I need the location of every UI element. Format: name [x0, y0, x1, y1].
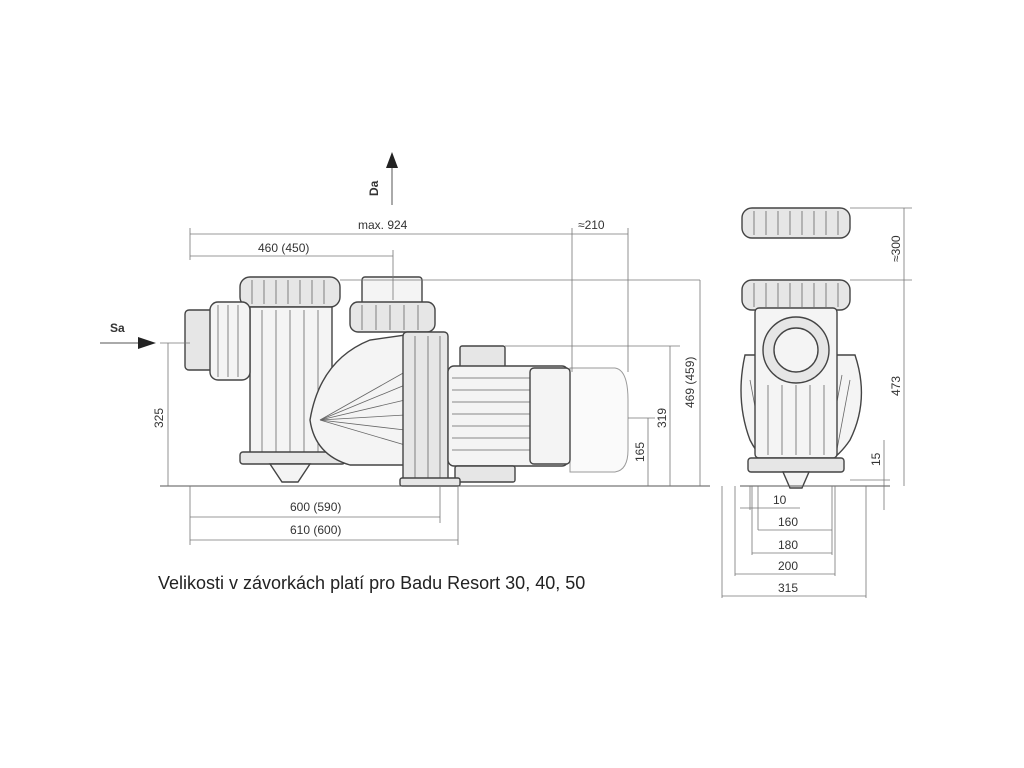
dim-200: 200	[778, 559, 798, 573]
side-view: max. 924 ≈210 460 (450) Da Sa 325 600 (5…	[100, 152, 710, 545]
dim-total-length: max. 924	[358, 218, 408, 232]
volute-ribs	[319, 371, 406, 446]
motor-fan-cover	[529, 367, 571, 465]
front-base	[747, 457, 845, 473]
inlet-nut-ribs	[217, 305, 239, 377]
dim-foot-height: 165	[633, 442, 647, 462]
front-lid-ribs	[753, 283, 839, 307]
motor-fins	[452, 377, 530, 451]
dim-motor-removal: ≈210	[578, 218, 605, 232]
pump-foot	[399, 477, 461, 487]
motor-removal-outline	[569, 367, 629, 473]
removed-lid-ribs	[753, 211, 839, 235]
pump-volute	[309, 334, 406, 466]
outlet-label: Da	[367, 180, 381, 196]
outlet-union-nut	[349, 301, 436, 333]
dim-inlet-height: 325	[152, 408, 166, 428]
lid-ribs	[251, 280, 325, 304]
lid-removal-position	[741, 207, 851, 239]
front-strainer-lid	[741, 279, 851, 311]
seal-housing	[402, 331, 449, 483]
inlet-union-nut	[209, 301, 251, 381]
drain-plug	[268, 463, 312, 483]
dim-180: 180	[778, 538, 798, 552]
dim-inlet-offset: 460 (450)	[258, 241, 309, 255]
strainer-ribs	[261, 310, 319, 452]
outlet-nut-ribs	[361, 305, 419, 330]
front-drain-plug	[781, 471, 811, 489]
dim-front-height: 473	[889, 376, 903, 396]
dim-lid-removal: ≈300	[889, 235, 903, 262]
dim-315: 315	[778, 581, 798, 595]
outlet-fitting	[361, 276, 423, 306]
dim-total-height: 469 (459)	[683, 357, 697, 408]
caption: Velikosti v závorkách platí pro Badu Res…	[158, 573, 586, 593]
front-view: ≈300 473 15 10 160 180 200 315	[721, 207, 912, 598]
dim-motor-height: 319	[655, 408, 669, 428]
dim-foot-clearance: 15	[869, 452, 883, 466]
front-strainer-ribs	[767, 385, 825, 455]
motor-foot	[454, 465, 516, 483]
dim-160: 160	[778, 515, 798, 529]
inlet-label: Sa	[110, 321, 125, 335]
dim-base-600: 600 (590)	[290, 500, 341, 514]
dim-base-610: 610 (600)	[290, 523, 341, 537]
dim-10: 10	[773, 493, 787, 507]
strainer-lid	[239, 276, 341, 308]
